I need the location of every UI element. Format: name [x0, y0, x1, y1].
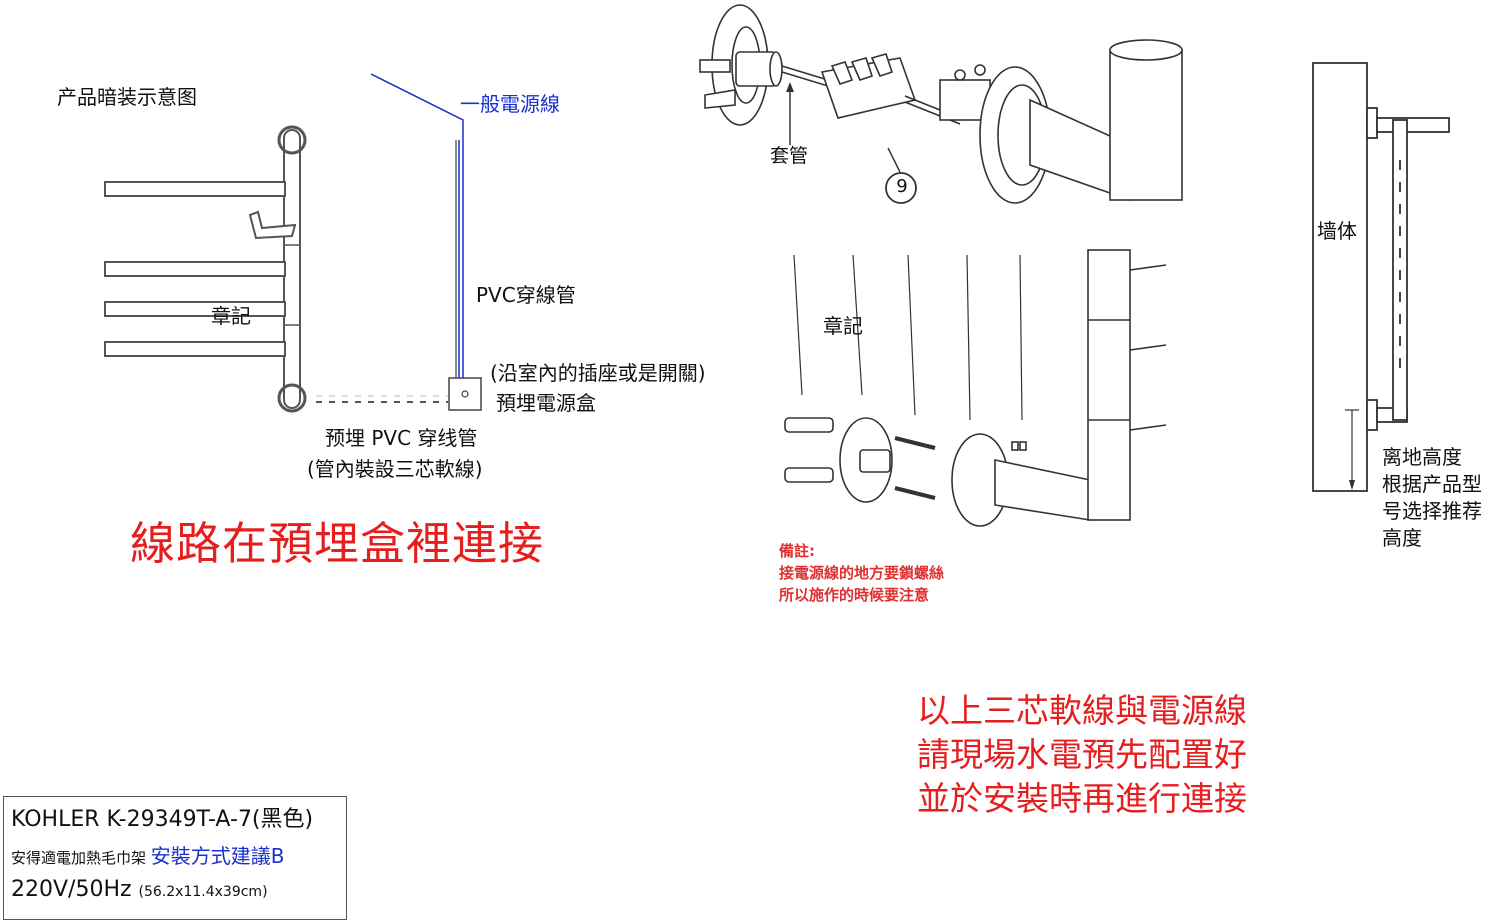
dimensions: (56.2x11.4x39cm)	[138, 884, 268, 900]
install-note-line-2: 接電源線的地方要鎖螺絲	[779, 564, 945, 582]
embedded-pvc-note: (管內裝設三芯軟線)	[307, 457, 483, 481]
power-box-symbol	[448, 377, 482, 411]
embedded-pvc-label: 预埋 PVC 穿线管	[325, 426, 478, 450]
stamp-middle: 章記	[823, 314, 863, 338]
pvc-conduit-label: PVC穿線管	[476, 283, 576, 307]
height-note-line-3: 号选择推荐	[1382, 499, 1482, 523]
wall-label: 墙体	[1317, 219, 1357, 243]
model-label: KOHLER K-29349T-A-7(黑色)	[11, 807, 314, 832]
towel-rack-schematic	[104, 125, 307, 413]
mounting-exploded-view	[784, 249, 1167, 527]
bottom-note-line-2: 請現場水電預先配置好	[917, 735, 1247, 774]
diagram-title: 产品暗装示意图	[57, 85, 197, 109]
install-method: 安裝方式建議B	[150, 844, 285, 868]
install-note-line-1: 備註:	[779, 542, 815, 560]
product-name: 安得適電加熱毛巾架	[11, 849, 147, 867]
product-spec-box: KOHLER K-29349T-A-7(黑色) 安得適電加熱毛巾架 安裝方式建議…	[3, 796, 347, 920]
install-note-line-3: 所以施作的時候要注意	[779, 586, 930, 604]
stamp-left: 章記	[211, 304, 251, 328]
power-line-label: 一般電源線	[460, 92, 560, 116]
bottom-note-line-3: 並於安裝時再進行連接	[917, 779, 1247, 818]
side-view-diagram	[1312, 62, 1450, 492]
height-note-line-4: 高度	[1382, 526, 1422, 550]
sleeve-label: 套管	[770, 145, 809, 167]
bottom-note-line-1: 以上三芯軟線與電源線	[917, 691, 1247, 730]
part-number: 9	[896, 176, 908, 197]
power-row: 220V/50Hz (56.2x11.4x39cm)	[11, 877, 268, 902]
power-box-label: 預埋電源盒	[496, 391, 596, 415]
height-note-line-2: 根据产品型	[1382, 472, 1482, 496]
connector-exploded-view	[699, 4, 1183, 204]
power-wire	[370, 73, 464, 378]
power-spec: 220V/50Hz	[11, 877, 132, 902]
main-connection-note: 線路在預埋盒裡連接	[130, 517, 545, 570]
height-note-line-1: 离地高度	[1382, 445, 1462, 469]
product-name-row: 安得適電加熱毛巾架 安裝方式建議B	[11, 845, 285, 868]
socket-note: (沿室內的插座或是開關)	[490, 361, 706, 385]
part-number-circle	[885, 172, 917, 204]
